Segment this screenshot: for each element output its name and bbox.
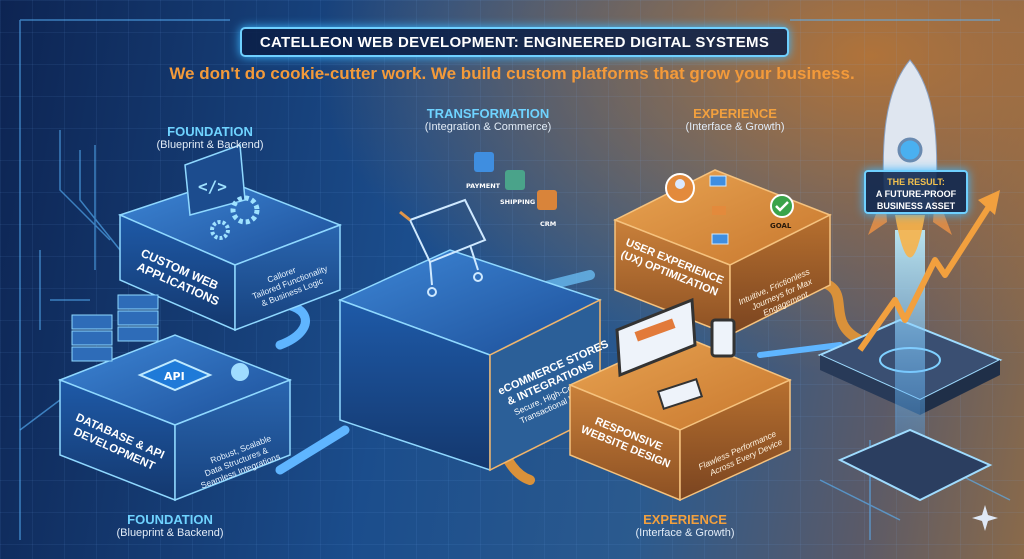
section-heading: EXPERIENCE bbox=[693, 106, 777, 121]
crm-icon bbox=[537, 190, 557, 210]
result-label: THE RESULT: bbox=[887, 177, 945, 187]
flow-node bbox=[712, 206, 726, 215]
api-chip-icon: API bbox=[137, 358, 213, 392]
svg-text:</>: </> bbox=[198, 177, 227, 196]
tag-shipping: SHIPPING bbox=[500, 198, 535, 206]
gear-icon bbox=[210, 220, 230, 240]
tagline: We don't do cookie-cutter work. We build… bbox=[169, 64, 855, 83]
ux-optimization-block: GOAL USER EXPERIENCE (UX) OPTIMIZATION I… bbox=[613, 169, 832, 337]
section-label-foundation: FOUNDATION (Blueprint & Backend) bbox=[120, 124, 300, 151]
connector-node bbox=[231, 363, 249, 381]
section-label-transformation: TRANSFORMATION (Integration & Commerce) bbox=[398, 106, 578, 133]
server-stack-icon bbox=[71, 294, 159, 362]
section-label-experience-bottom: EXPERIENCE (Interface & Growth) bbox=[595, 512, 775, 539]
tablet-icon bbox=[710, 318, 736, 358]
section-heading: FOUNDATION bbox=[167, 124, 253, 139]
section-subheading: (Blueprint & Backend) bbox=[116, 527, 224, 539]
flow-node bbox=[709, 175, 727, 187]
shipping-icon bbox=[505, 170, 525, 190]
checkmark-goal-icon bbox=[770, 194, 794, 218]
section-subheading: (Blueprint & Backend) bbox=[156, 139, 264, 151]
result-text: A FUTURE-PROOF bbox=[875, 189, 957, 199]
result-text: BUSINESS ASSET bbox=[876, 201, 956, 211]
code-window-icon: </> bbox=[184, 143, 246, 216]
payment-icon bbox=[474, 152, 494, 172]
section-subheading: (Interface & Growth) bbox=[635, 527, 735, 539]
integration-tags: PAYMENT SHIPPING CRM bbox=[466, 152, 557, 228]
growth-arrow-head bbox=[978, 190, 1000, 215]
api-chip-label: API bbox=[164, 370, 185, 383]
launch-platform bbox=[817, 230, 1003, 502]
custom-web-applications-block: </> CUSTOM WEB APPLICATIONS Callorer Tai… bbox=[117, 143, 343, 332]
sparkle-icon bbox=[972, 505, 998, 531]
growth-arrow bbox=[857, 203, 993, 352]
desktop-monitor-icon bbox=[615, 297, 697, 378]
flow-node bbox=[711, 233, 729, 245]
section-heading: FOUNDATION bbox=[127, 512, 213, 527]
section-subheading: (Interface & Growth) bbox=[685, 121, 785, 133]
rocket-icon bbox=[868, 59, 952, 258]
goal-label: GOAL bbox=[770, 222, 792, 230]
result-callout: THE RESULT: A FUTURE-PROOF BUSINESS ASSE… bbox=[864, 170, 968, 214]
laptop-icon bbox=[656, 378, 704, 410]
gear-icon bbox=[230, 195, 260, 225]
section-label-foundation-bottom: FOUNDATION (Blueprint & Backend) bbox=[80, 512, 260, 539]
database-api-block: API DATABASE & API DEVELOPMENT Robust, S… bbox=[57, 294, 293, 502]
section-label-experience: EXPERIENCE (Interface & Growth) bbox=[645, 106, 825, 133]
tag-payment: PAYMENT bbox=[466, 182, 501, 190]
page-title: CATELLEON WEB DEVELOPMENT: ENGINEERED DI… bbox=[240, 27, 789, 57]
responsive-design-block: RESPONSIVE WEBSITE DESIGN Flawless Perfo… bbox=[568, 297, 792, 502]
section-subheading: (Integration & Commerce) bbox=[424, 121, 552, 133]
section-heading: EXPERIENCE bbox=[643, 512, 727, 527]
shopping-cart-icon bbox=[399, 198, 487, 297]
tag-crm: CRM bbox=[540, 220, 556, 228]
section-heading: TRANSFORMATION bbox=[426, 106, 550, 121]
